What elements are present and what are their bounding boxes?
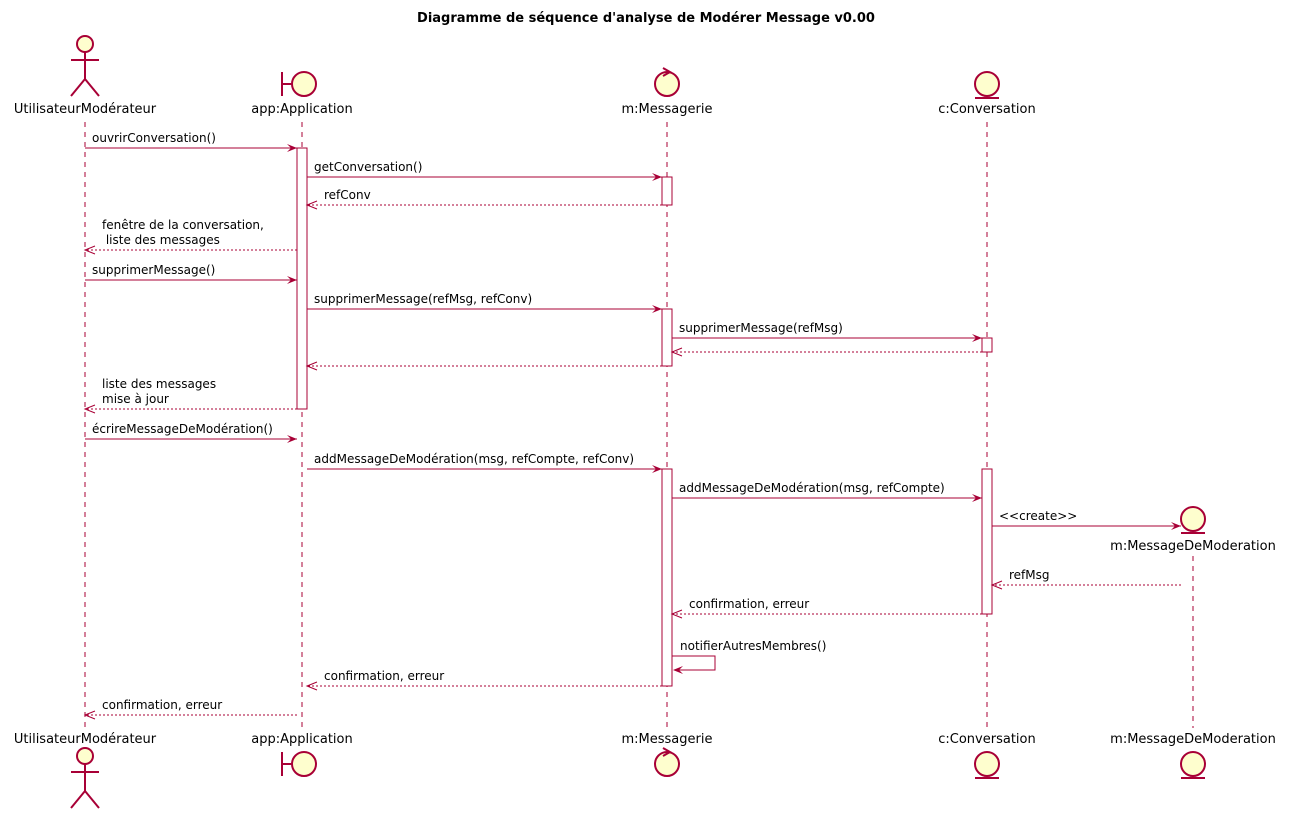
message-label: fenêtre de la conversation, [102, 218, 264, 232]
message-0: ouvrirConversation() [85, 131, 297, 152]
message-6: supprimerMessage(refMsg) [672, 321, 982, 342]
arrowhead [990, 580, 1003, 590]
arrowhead [287, 276, 297, 284]
arrowhead [305, 681, 318, 691]
participant-label-mdm-bottom: m:MessageDeModeration [1110, 732, 1276, 747]
message-11: addMessageDeModération(msg, refCompte, r… [307, 452, 662, 473]
arrowhead [305, 361, 318, 371]
message-label: notifierAutresMembres() [680, 639, 826, 653]
participant-label-user-top: UtilisateurModérateur [14, 102, 157, 117]
arrowhead [972, 334, 982, 342]
arrowhead [287, 435, 297, 443]
activation-bar-conv-5 [981, 468, 993, 615]
message-label: supprimerMessage(refMsg) [679, 321, 843, 335]
activation-bar-msgr-1 [661, 176, 673, 206]
message-4: supprimerMessage() [85, 263, 297, 284]
message-18: confirmation, erreur [83, 698, 297, 720]
arrowhead [83, 404, 96, 414]
arrowhead [287, 144, 297, 152]
participant-label-msgr-top: m:Messagerie [622, 102, 713, 117]
participant-label-app-top: app:Application [251, 102, 353, 117]
message-label: <<create>> [999, 509, 1077, 523]
participants: UtilisateurModérateurUtilisateurModérate… [14, 35, 1276, 809]
arrowhead [652, 305, 662, 313]
participant-label-conv-top: c:Conversation [938, 102, 1035, 117]
message-12: addMessageDeModération(msg, refCompte) [672, 481, 982, 502]
message-label: addMessageDeModération(msg, refCompte, r… [314, 452, 634, 466]
diagram-title: Diagramme de séquence d'analyse de Modér… [417, 11, 875, 26]
message-label: liste des messages [102, 233, 220, 247]
arrowhead [83, 245, 96, 255]
message-17: confirmation, erreur [305, 669, 662, 691]
message-label: mise à jour [102, 392, 169, 406]
activation-bar-app-0 [296, 147, 308, 410]
participant-label-mdm-created: m:MessageDeModeration [1110, 539, 1276, 554]
message-14: refMsg [990, 568, 1181, 590]
message-3: fenêtre de la conversation, liste des me… [83, 218, 297, 255]
entity-icon-bottom-mdm [1180, 751, 1206, 779]
message-label: refConv [324, 188, 371, 202]
actor-icon-bottom [70, 747, 100, 809]
entity-icon-created-mdm [1180, 506, 1206, 534]
participant-label-msgr-bottom: m:Messagerie [622, 732, 713, 747]
activation-bar-msgr-4 [661, 468, 673, 687]
boundary-icon-top [281, 71, 317, 97]
entity-icon-bottom-conv [974, 751, 1000, 779]
activation-bars [296, 147, 993, 687]
boundary-icon-bottom [281, 751, 317, 777]
message-label: confirmation, erreur [689, 597, 809, 611]
message-5: supprimerMessage(refMsg, refConv) [307, 292, 662, 313]
messages: ouvrirConversation() getConversation() ref… [83, 131, 1181, 720]
message-15: confirmation, erreur [670, 597, 982, 619]
control-icon-top [654, 67, 680, 97]
message-label: supprimerMessage(refMsg, refConv) [314, 292, 532, 306]
message-label: confirmation, erreur [102, 698, 222, 712]
arrowhead [972, 494, 982, 502]
activation-bar-conv-3 [981, 337, 993, 353]
message-label: confirmation, erreur [324, 669, 444, 683]
message-label: écrireMessageDeModération() [92, 422, 273, 436]
message-7 [670, 347, 982, 357]
message-line [672, 655, 716, 671]
message-label: supprimerMessage() [92, 263, 215, 277]
control-icon-bottom [654, 747, 680, 777]
arrowhead [305, 200, 318, 210]
participant-label-app-bottom: app:Application [251, 732, 353, 747]
message-label: addMessageDeModération(msg, refCompte) [679, 481, 945, 495]
participant-label-conv-bottom: c:Conversation [938, 732, 1035, 747]
message-label: liste des messages [102, 377, 216, 391]
message-8 [305, 361, 662, 371]
actor-icon-top [70, 35, 100, 97]
arrowhead [83, 710, 96, 720]
message-label: refMsg [1009, 568, 1050, 582]
arrowhead [652, 173, 662, 181]
message-13: <<create>> [992, 509, 1181, 530]
message-label: ouvrirConversation() [92, 131, 216, 145]
activation-bar-msgr-2 [661, 308, 673, 367]
message-label: getConversation() [314, 160, 422, 174]
message-2: refConv [305, 188, 662, 210]
arrowhead [1171, 522, 1181, 530]
message-10: écrireMessageDeModération() [85, 422, 297, 443]
message-1: getConversation() [307, 160, 662, 181]
entity-icon-top-conv [974, 71, 1000, 99]
participant-label-user-bottom: UtilisateurModérateur [14, 732, 157, 747]
message-16: notifierAutresMembres() [672, 639, 826, 674]
arrowhead [652, 465, 662, 473]
arrowhead [673, 666, 683, 674]
arrowhead [670, 609, 683, 619]
arrowhead [670, 347, 683, 357]
